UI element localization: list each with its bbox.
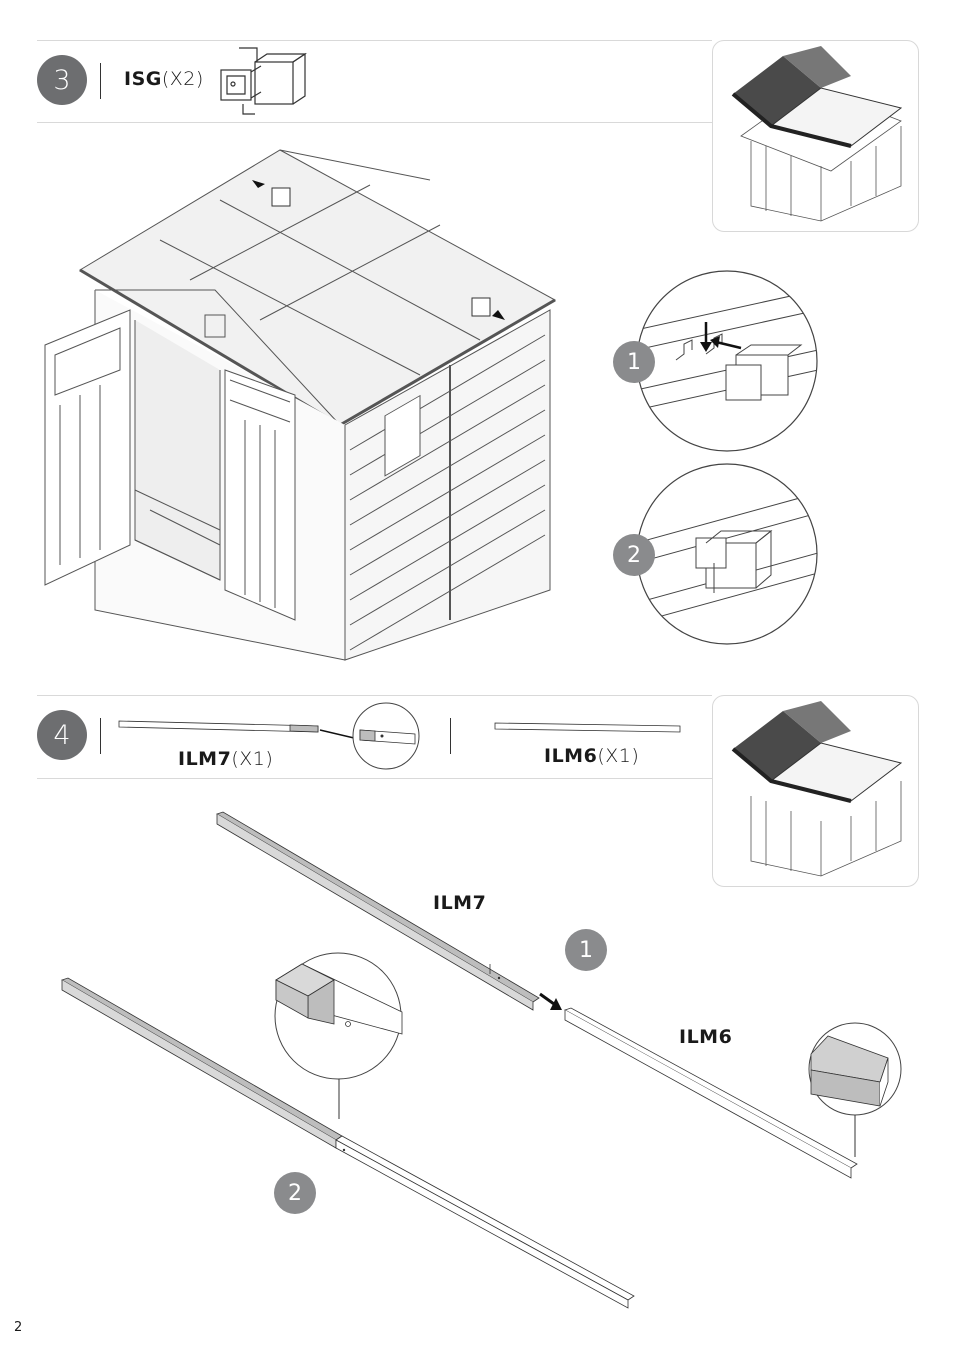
- page-number: 2: [14, 1320, 22, 1335]
- beam-b-label: ILM6: [679, 1026, 732, 1048]
- ilm7-detail-magnifier: [320, 702, 420, 772]
- step4-bottom-rule: [37, 778, 712, 779]
- ilm7-part-label: ILM7(X1): [178, 748, 273, 770]
- ilm6-part-label: ILM6(X1): [544, 745, 639, 767]
- step3-divider: [100, 63, 101, 99]
- step4-preview-box: [712, 695, 919, 887]
- step4-substep1: 1: [565, 929, 607, 971]
- step4-divider-1: [100, 718, 101, 754]
- beam-a-label: ILM7: [433, 892, 486, 914]
- isg-part-code: ISG: [124, 68, 162, 90]
- substep2-detail-magnifier: [636, 463, 818, 645]
- step4-number: 4: [37, 710, 87, 760]
- step3-top-rule: [37, 40, 712, 41]
- step3-substep2: 2: [613, 534, 655, 576]
- step4-divider-2: [450, 718, 451, 754]
- ilm7-beam-icon: [118, 718, 328, 738]
- ilm7-part-qty: (X1): [231, 748, 273, 770]
- shed-illustration: [40, 140, 570, 670]
- step3-preview-box: [712, 40, 919, 232]
- shed-roof-preview-icon-2: [731, 701, 901, 881]
- ilm6-part-code: ILM6: [544, 745, 597, 767]
- step3-number: 3: [37, 55, 87, 105]
- step3-substep1: 1: [613, 341, 655, 383]
- step4-top-rule: [37, 695, 712, 696]
- ilm6-part-qty: (X1): [597, 745, 639, 767]
- isg-part-qty: (X2): [162, 68, 204, 90]
- shed-roof-preview-icon: [731, 46, 901, 226]
- step4-substep2: 2: [274, 1172, 316, 1214]
- assembled-beam: [60, 978, 640, 1313]
- ilm7-part-code: ILM7: [178, 748, 231, 770]
- isg-connector-icon: [215, 42, 300, 117]
- substep1-detail-magnifier: [636, 270, 818, 452]
- ilm6-end-detail-magnifier: [808, 1022, 904, 1162]
- step3-part-label: ISG(X2): [124, 68, 204, 90]
- step3-bottom-rule: [37, 122, 712, 123]
- ilm6-beam-icon: [494, 720, 684, 740]
